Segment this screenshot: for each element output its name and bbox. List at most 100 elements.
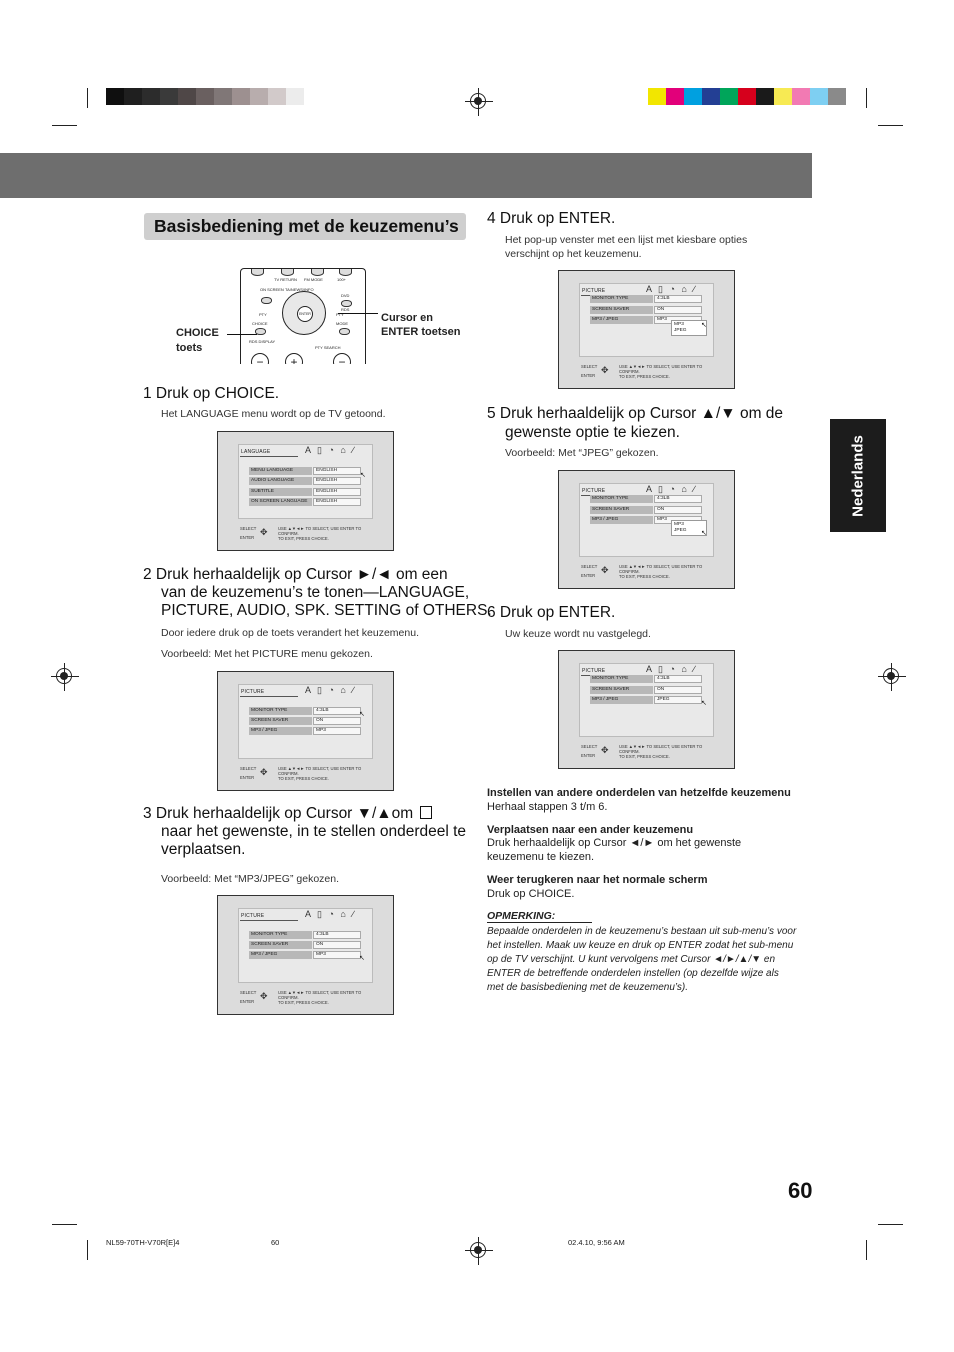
- footer-select: SELECT: [581, 744, 598, 749]
- color-swatch: [828, 88, 846, 105]
- screen-help-footer: SELECT ENTER ✥ USE ▲▼◄► TO SELECT, USE E…: [579, 562, 714, 586]
- help-line2: TO EXIT, PRESS CHOICE.: [278, 536, 329, 541]
- step-2-line3: PICTURE, AUDIO, SPK. SETTING of OTHERS.: [161, 602, 492, 619]
- screen-title-rule: [240, 696, 298, 697]
- remote-choice-button: [255, 328, 266, 335]
- menu-tab-icons: A ▯ ◔ ⌂ ∕: [646, 664, 697, 674]
- registration-mark-icon: [465, 1237, 493, 1265]
- menu-row-label: MENU LANGUAGE: [249, 467, 312, 475]
- registration-mark-icon: [51, 663, 79, 691]
- popup-option-mp3: MP3: [674, 322, 684, 327]
- remote-button: [281, 269, 294, 276]
- step-3-line3: verplaatsen.: [161, 841, 246, 858]
- screen-menu-title: PICTURE: [582, 668, 606, 674]
- footer-help-text: USE ▲▼◄► TO SELECT, USE ENTER TO CONFIRM…: [278, 766, 373, 781]
- remote-button: [339, 269, 352, 276]
- extra-heading-1: Instellen van andere onderdelen van hetz…: [487, 787, 791, 799]
- menu-row-label: ON SCREEN LANGUAGE: [249, 498, 312, 506]
- note-line2: het instellen. Maak uw keuze en druk op …: [487, 940, 794, 951]
- screen-help-footer: SELECT ENTER ✥ USE ▲▼◄► TO SELECT, USE E…: [238, 524, 373, 548]
- footer-enter: ENTER: [240, 535, 255, 540]
- remote-minus-button: −: [333, 353, 351, 364]
- menu-row-label: MP3 / JPEG: [249, 951, 312, 959]
- step-2-line2: van de keuzemenu’s te tonen—LANGUAGE,: [161, 584, 470, 601]
- callout-cursor-line2: ENTER toetsen: [381, 326, 461, 338]
- popup-option-jpeg: JPEG: [674, 528, 687, 533]
- step-4-note-line2: verschijnt op het keuzemenu.: [505, 248, 642, 260]
- color-swatch: [720, 88, 738, 105]
- note-line1: Bepaalde onderdelen in de keuzemenu’s be…: [487, 926, 797, 937]
- menu-row-value: ON: [654, 506, 702, 514]
- cursor-pad-icon: ✥: [601, 365, 609, 375]
- color-swatch: [178, 88, 196, 105]
- remote-label-dvd: DVD: [341, 293, 350, 298]
- cursor-icon: ↖: [701, 700, 707, 707]
- color-swatch: [232, 88, 250, 105]
- footer-date: 02.4.10, 9:56 AM: [568, 1238, 625, 1247]
- help-line1: USE ▲▼◄► TO SELECT, USE ENTER TO CONFIRM…: [619, 364, 703, 374]
- crop-mark: [52, 1224, 77, 1225]
- remote-label-tv-return: TV RETURN: [274, 277, 297, 282]
- remote-button: [311, 269, 324, 276]
- callout-line-cursor: [338, 313, 378, 314]
- menu-row-label: SCREEN SAVER: [249, 717, 312, 725]
- remote-label-100: 100+: [337, 277, 347, 282]
- crop-mark: [878, 1224, 903, 1225]
- language-side-tab: Nederlands: [830, 419, 886, 532]
- crop-mark: [866, 1240, 867, 1260]
- color-swatch: [196, 88, 214, 105]
- menu-row-value: 4:3LB: [654, 495, 702, 503]
- color-swatch: [738, 88, 756, 105]
- step-5-line1: 5 Druk herhaaldelijk op Cursor ▲/▼ om de: [487, 405, 784, 422]
- registration-mark-icon: [878, 663, 906, 691]
- footer-select: SELECT: [581, 564, 598, 569]
- menu-tab-icons: A ▯ ◔ ⌂ ∕: [305, 445, 356, 455]
- extra-heading-2: Verplaatsen naar een ander keuzemenu: [487, 824, 694, 836]
- step-5-note: Voorbeeld: Met “JPEG” gekozen.: [505, 447, 659, 459]
- color-swatch: [684, 88, 702, 105]
- cursor-pad-icon: ✥: [601, 565, 609, 575]
- extra-text-3: Druk op CHOICE.: [487, 888, 575, 900]
- step-2-note2: Voorbeeld: Met het PICTURE menu gekozen.: [161, 648, 373, 660]
- crop-mark: [52, 125, 77, 126]
- menu-tab-icons: A ▯ ◔ ⌂ ∕: [305, 909, 356, 919]
- remote-label-pty-left: PTY: [259, 312, 267, 317]
- color-swatch: [268, 88, 286, 105]
- callout-choice-line1: CHOICE: [176, 327, 219, 339]
- screen-menu-title: PICTURE: [582, 288, 606, 294]
- popup-option-mp3: MP3: [674, 522, 684, 527]
- menu-row-value: ON: [313, 717, 361, 725]
- footer-select: SELECT: [240, 526, 257, 531]
- screen-menu-title: LANGUAGE: [241, 449, 271, 455]
- color-swatch: [106, 88, 124, 105]
- remote-button: [261, 297, 272, 304]
- header-band: [0, 153, 812, 198]
- footer-help-text: USE ▲▼◄► TO SELECT, USE ENTER TO CONFIRM…: [619, 364, 714, 379]
- menu-row-value: 4:3LB: [313, 931, 361, 939]
- step-3-line2: naar het gewenste, in te stellen onderde…: [161, 823, 467, 840]
- cursor-icon: ↖: [360, 472, 366, 479]
- menu-row-value: ENGLISH: [313, 467, 361, 475]
- remote-enter-button: ENTER: [297, 306, 313, 322]
- footer-file: NL59-70TH-V70R[E]4: [106, 1238, 180, 1247]
- extra-text-2-line1: Druk herhaaldelijk op Cursor ◄/► om het …: [487, 837, 742, 849]
- registration-mark-icon: [465, 88, 493, 116]
- color-swatch: [250, 88, 268, 105]
- color-swatch: [648, 88, 666, 105]
- step-2-line1: 2 Druk herhaaldelijk op Cursor ►/◄ om ee…: [143, 566, 448, 583]
- footer-select: SELECT: [581, 364, 598, 369]
- note-line5: met de basisbediening met de keuzemenu’s…: [487, 982, 689, 993]
- help-line1: USE ▲▼◄► TO SELECT, USE ENTER TO CONFIRM…: [619, 744, 703, 754]
